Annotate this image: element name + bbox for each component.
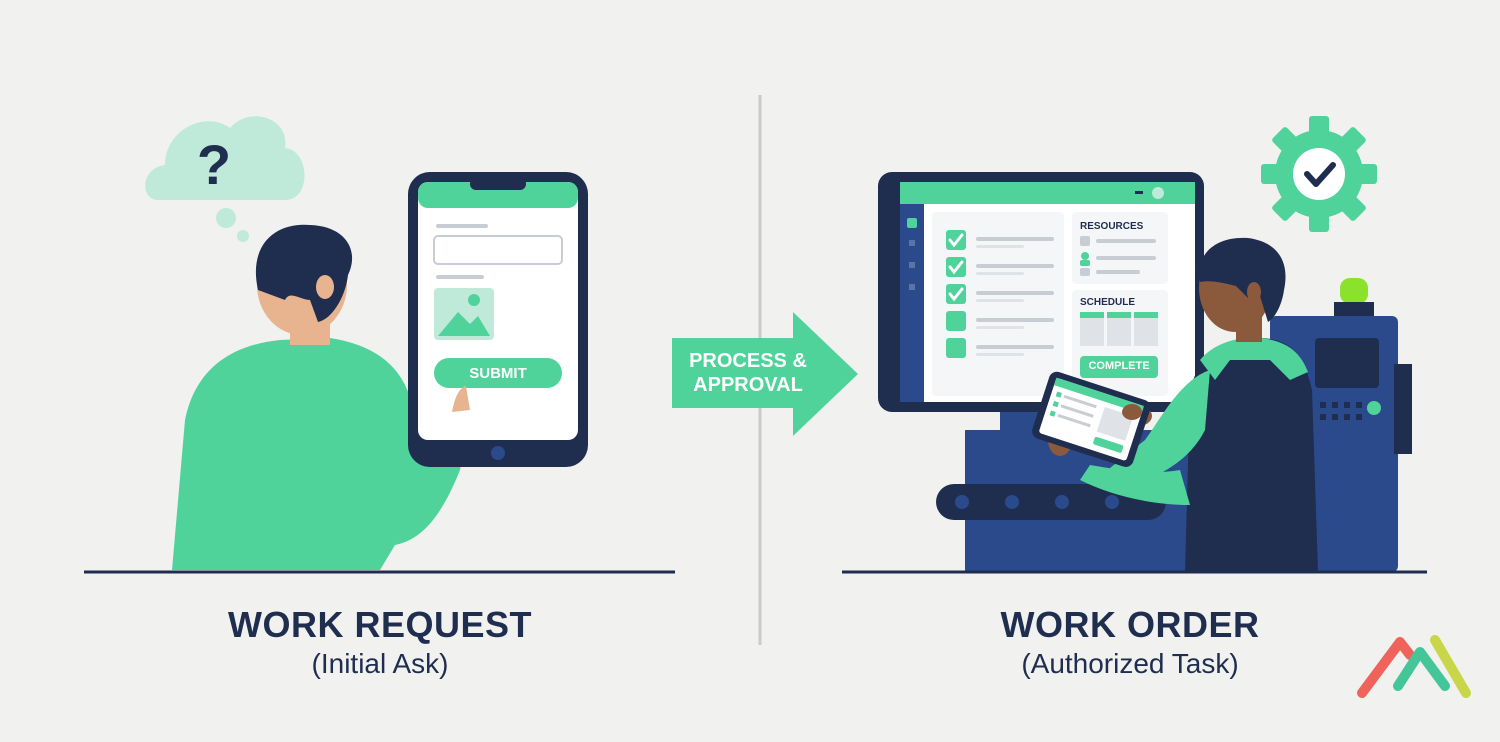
submit-button[interactable]: SUBMIT <box>469 365 527 382</box>
gear-check-icon <box>1261 116 1377 232</box>
right-panel-title: WORK ORDER <box>1000 604 1260 645</box>
checklist-line <box>976 237 1054 241</box>
checkmark-icon <box>948 260 964 275</box>
worker-thumb <box>1122 404 1142 420</box>
phone-device <box>408 172 588 467</box>
tablet-device <box>1032 371 1151 467</box>
checklist-subline <box>976 326 1024 329</box>
schedule-label: SCHEDULE <box>1080 297 1136 308</box>
arrow-label-line1: PROCESS & <box>689 350 807 372</box>
checkmark-icon <box>948 287 964 302</box>
thought-cloud <box>145 116 305 242</box>
monitor-device <box>878 172 1204 432</box>
checklist-subline <box>976 272 1024 275</box>
checklist-subline <box>976 299 1024 302</box>
checklist-line <box>976 264 1054 268</box>
left-panel-title: WORK REQUEST <box>227 604 532 645</box>
resources-label: RESOURCES <box>1080 221 1144 232</box>
arrow-label-line2: APPROVAL <box>693 374 803 396</box>
question-mark-icon: ? <box>197 133 231 196</box>
checklist-line <box>976 345 1054 349</box>
checklist-line <box>976 318 1054 322</box>
pointing-finger <box>452 386 470 412</box>
left-panel-subtitle: (Initial Ask) <box>311 648 449 679</box>
submit-button-shape <box>434 358 562 388</box>
arrow-label: PROCESS & APPROVAL <box>678 349 818 397</box>
complete-button[interactable]: COMPLETE <box>1088 360 1150 372</box>
process-arrow <box>672 312 858 436</box>
person-worker <box>1048 237 1318 572</box>
checklist-box <box>946 338 966 358</box>
person-requester <box>172 224 481 570</box>
checkmark-icon <box>948 233 964 248</box>
checklist-line <box>976 291 1054 295</box>
image-placeholder-icon <box>434 288 494 340</box>
checklist-subline <box>976 353 1024 356</box>
checklist-subline <box>976 245 1024 248</box>
task-checklist <box>946 230 1054 358</box>
right-panel-subtitle: (Authorized Task) <box>1021 648 1239 679</box>
checklist-box <box>946 311 966 331</box>
brand-logo-icon <box>1357 635 1471 698</box>
